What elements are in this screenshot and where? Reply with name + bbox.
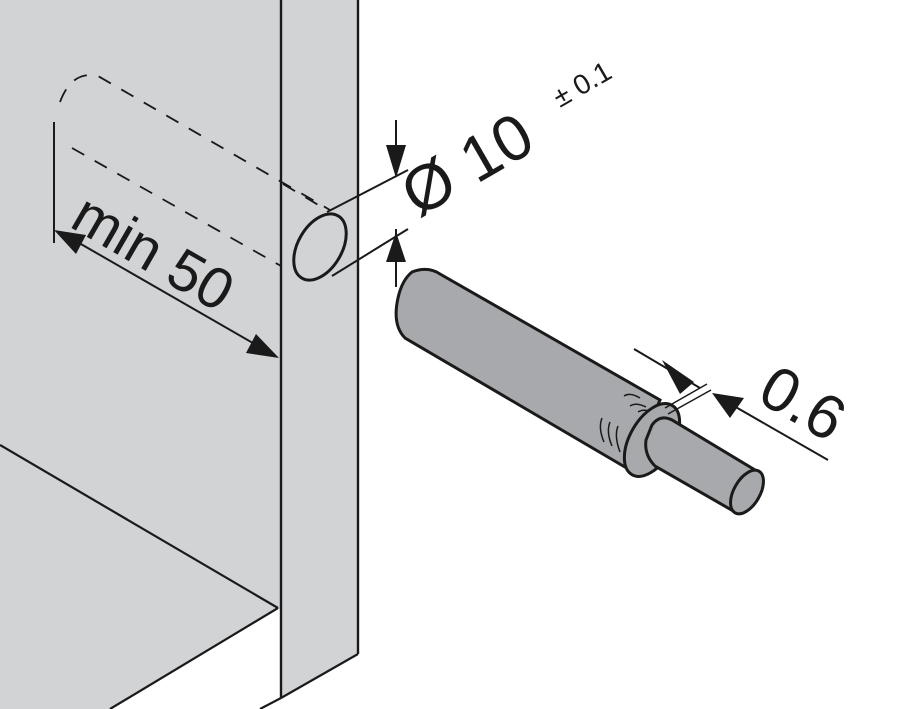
tolerance-label: ± 0.1 <box>548 55 617 113</box>
drilled-hole <box>292 212 348 282</box>
panel-front-edge <box>259 0 360 709</box>
diameter-label: Ø 10 <box>389 98 545 230</box>
gap-label: 0.6 <box>748 352 857 455</box>
damper-piston <box>394 267 765 516</box>
hidden-bore-outline <box>59 74 331 267</box>
cabinet-side-panel <box>0 0 281 709</box>
bore-diameter-dimension: Ø 10 ± 0.1 <box>326 55 617 287</box>
